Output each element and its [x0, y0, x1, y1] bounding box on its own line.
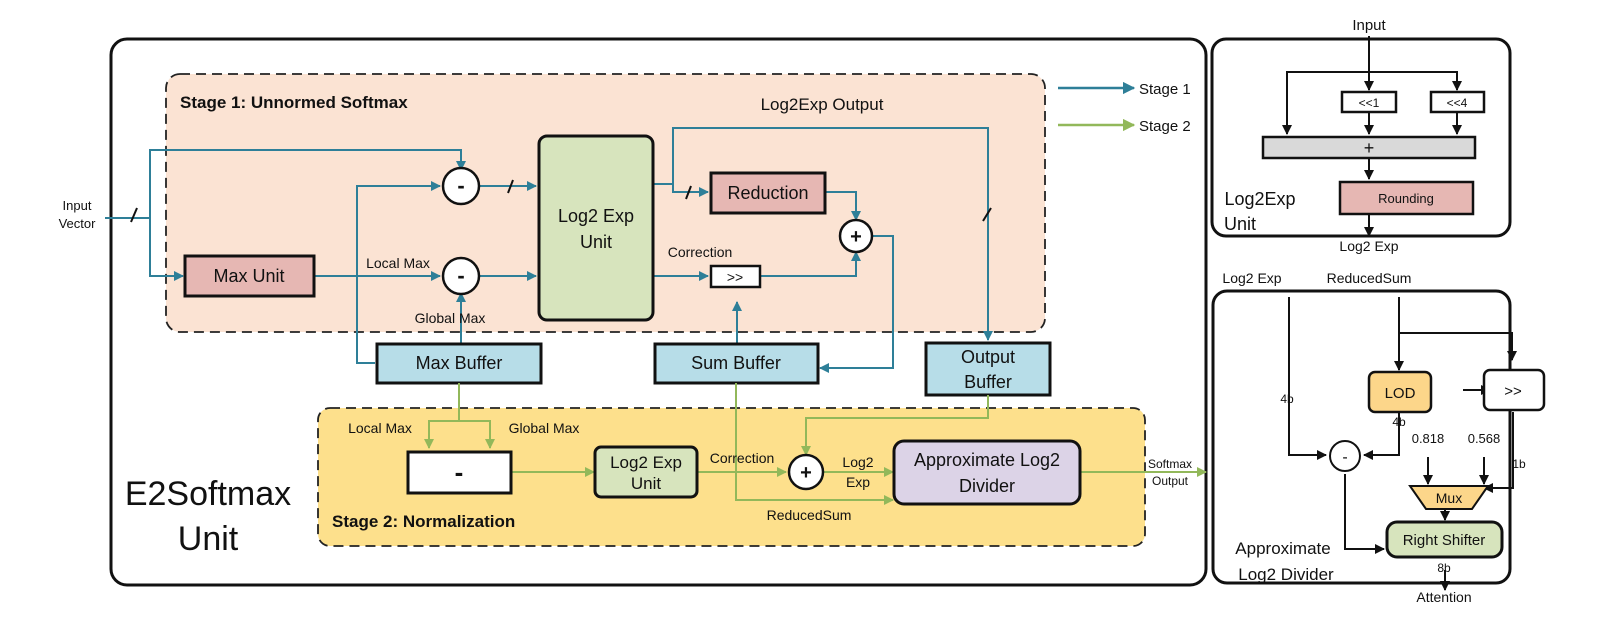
log2exp-detail-output-label: Log2 Exp: [1339, 238, 1398, 254]
output-buffer-label-line1: Output: [961, 347, 1015, 367]
log2exp-adder-symbol: +: [1364, 138, 1375, 158]
adder-stage1[interactable]: [838, 218, 874, 254]
global-max-label: Global Max: [415, 310, 486, 326]
approx-log2-divider-line2: Divider: [959, 476, 1015, 496]
bus-slash-marks: [130, 179, 992, 223]
shift-left-4-block[interactable]: [1429, 90, 1486, 114]
shift-right-label: >>: [727, 269, 743, 285]
subtractor-max-symbol: -: [457, 263, 464, 288]
mux-label: Mux: [1436, 490, 1462, 506]
divider-detail-title-line2: Log2 Divider: [1238, 565, 1334, 584]
stage2-global-max-label: Global Max: [509, 420, 580, 436]
log2-exp-label-line2: Exp: [846, 474, 870, 490]
log2exp-unit-stage1[interactable]: [537, 134, 655, 322]
legend-stage1-label: Stage 1: [1139, 81, 1191, 98]
adder-stage2-symbol: +: [800, 462, 812, 484]
correction-label-stage2: Correction: [710, 450, 775, 466]
log2exp-unit-stage2-line2: Unit: [631, 474, 662, 493]
divider-detail-wires: [1288, 297, 1517, 591]
divider-shift-label: >>: [1504, 383, 1522, 400]
divider-output-label: Attention: [1416, 589, 1471, 605]
input-vector-label-line1: Input: [63, 198, 92, 213]
subtractor-input[interactable]: [441, 166, 481, 206]
log2exp-unit-stage2[interactable]: [593, 445, 699, 499]
log2exp-adder-bar[interactable]: [1261, 135, 1477, 160]
rounding-label: Rounding: [1378, 191, 1434, 206]
subtractor-stage2[interactable]: [406, 450, 513, 495]
sum-buffer[interactable]: [653, 342, 820, 385]
divider-in-reducedsum-label: ReducedSum: [1327, 270, 1412, 286]
divider-subtractor-symbol: -: [1342, 449, 1347, 466]
bits-4b-lod: 4b: [1392, 415, 1406, 429]
subtractor-input-symbol: -: [457, 173, 464, 198]
reduction-block[interactable]: [709, 171, 827, 215]
shift-right-block[interactable]: [709, 264, 762, 289]
log2exp-detail-input-label: Input: [1352, 17, 1386, 34]
bits-1b: 1b: [1512, 457, 1526, 471]
reduction-label: Reduction: [727, 183, 808, 203]
mux-block[interactable]: [1408, 485, 1490, 510]
e2softmax-unit-title-line1: E2Softmax: [125, 475, 291, 513]
right-shifter-label: Right Shifter: [1403, 532, 1486, 549]
output-buffer-label-line2: Buffer: [964, 372, 1012, 392]
log2-exp-label-line1: Log2: [842, 454, 873, 470]
reduced-sum-label: ReducedSum: [767, 507, 852, 523]
subtractor-stage2-symbol: -: [455, 457, 464, 487]
local-max-label: Local Max: [366, 255, 430, 271]
input-vector-label-line2: Vector: [59, 216, 97, 231]
adder-stage1-symbol: +: [850, 226, 862, 248]
softmax-output-label-line1: Softmax: [1148, 457, 1192, 471]
e2softmax-unit-title-line2: Unit: [178, 520, 239, 558]
correction-label-stage1: Correction: [668, 244, 733, 260]
log2exp-output-label: Log2Exp Output: [761, 95, 884, 114]
shift-left-1-block[interactable]: [1340, 90, 1398, 114]
subtractor-max[interactable]: [441, 256, 481, 296]
const-0818: 0.818: [1412, 431, 1445, 446]
softmax-output-label-line2: Output: [1152, 474, 1189, 488]
approx-log2-divider[interactable]: [892, 439, 1082, 506]
log2exp-unit-stage2-line1: Log2 Exp: [610, 453, 682, 472]
lod-label: LOD: [1385, 385, 1416, 402]
stage2-title: Stage 2: Normalization: [332, 512, 515, 531]
output-buffer[interactable]: [924, 341, 1052, 397]
lod-block[interactable]: [1367, 370, 1433, 414]
right-shifter-block[interactable]: [1385, 520, 1504, 559]
const-0568: 0.568: [1468, 431, 1501, 446]
stage1-wires: [105, 127, 993, 373]
log2exp-detail-title-line2: Unit: [1224, 214, 1256, 234]
bits-4b-left: 4b: [1280, 392, 1294, 406]
max-buffer-label: Max Buffer: [416, 353, 503, 373]
divider-in-log2exp-label: Log2 Exp: [1222, 270, 1281, 286]
shift-left-4-label: <<4: [1447, 96, 1468, 110]
log2exp-unit-stage1-line2: Unit: [580, 232, 612, 252]
log2exp-detail-title-line1: Log2Exp: [1224, 189, 1295, 209]
approx-log2-divider-line1: Approximate Log2: [914, 450, 1060, 470]
max-buffer[interactable]: [375, 342, 543, 385]
shift-left-1-label: <<1: [1359, 96, 1380, 110]
max-unit-label: Max Unit: [213, 266, 284, 286]
adder-stage2[interactable]: [787, 453, 825, 491]
log2exp-unit-stage1-line1: Log2 Exp: [558, 206, 634, 226]
legend-stage2-label: Stage 2: [1139, 118, 1191, 135]
rounding-block[interactable]: [1338, 180, 1475, 216]
stage2-wires: [424, 383, 1207, 505]
legend: Stage 1 Stage 2: [1058, 81, 1191, 135]
divider-detail-title-line1: Approximate: [1235, 539, 1330, 558]
divider-subtractor[interactable]: [1329, 440, 1361, 472]
stage2-local-max-label: Local Max: [348, 420, 412, 436]
sum-buffer-label: Sum Buffer: [691, 353, 781, 373]
bits-8b: 8b: [1437, 561, 1451, 575]
divider-shift-block[interactable]: [1482, 368, 1546, 412]
max-unit-block[interactable]: [183, 254, 316, 298]
log2exp-detail-wires: [1282, 36, 1462, 237]
stage1-title: Stage 1: Unnormed Softmax: [180, 93, 408, 112]
